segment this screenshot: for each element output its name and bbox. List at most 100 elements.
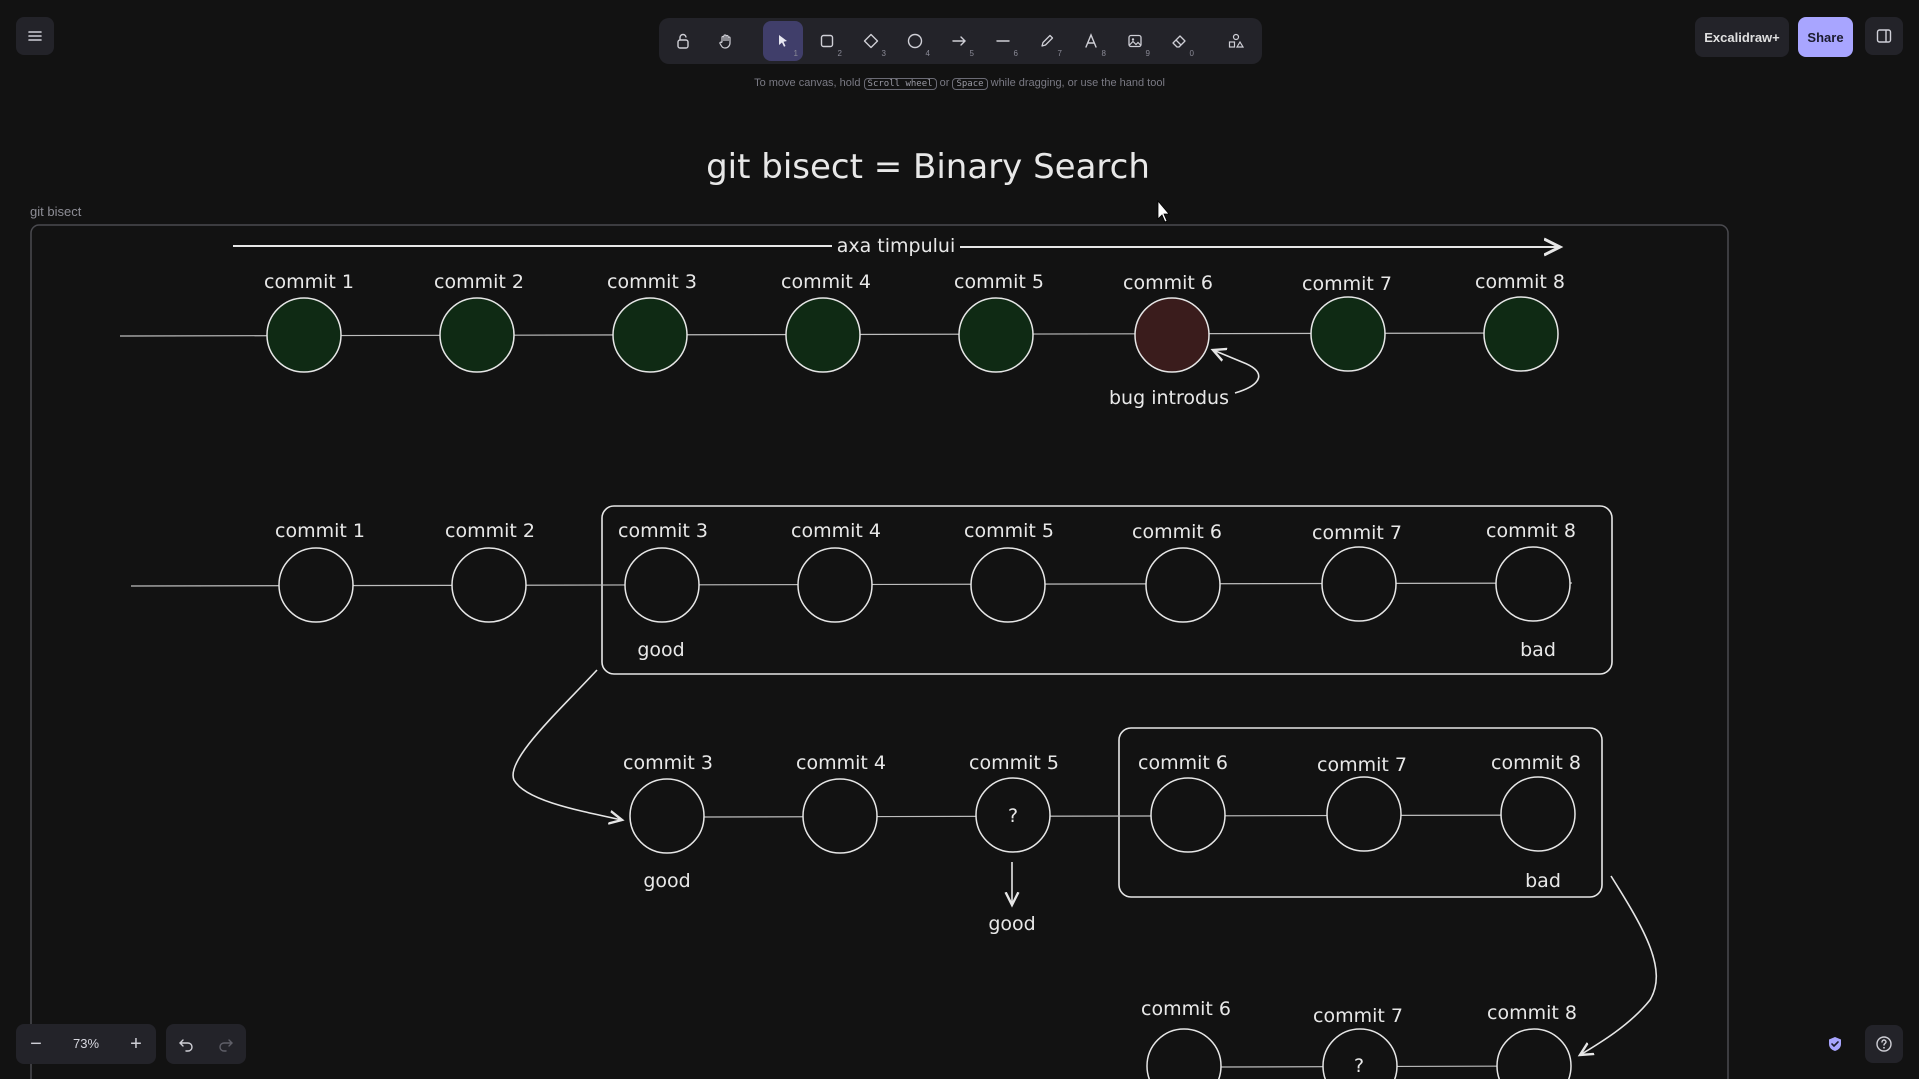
row1-commit-1-label[interactable]: commit 1 [264,271,354,293]
row3-commit-8-label[interactable]: commit 8 [1491,752,1581,774]
row1-commit-2-label[interactable]: commit 2 [434,271,524,293]
row2-commit-3-node[interactable] [624,547,700,623]
row2-range-box[interactable] [601,505,1613,675]
row4-question-mark[interactable]: ? [1354,1055,1364,1077]
row1-commit-6-node[interactable] [1134,297,1210,373]
row3-commit-6-label[interactable]: commit 6 [1138,752,1228,774]
commit5-good-label[interactable]: good [988,913,1035,935]
row1-commit-6-label[interactable]: commit 6 [1123,272,1213,294]
row2-commit-3-label[interactable]: commit 3 [618,520,708,542]
diamond-tool[interactable]: 3 [851,21,891,61]
row3-commit-8-node[interactable] [1500,776,1576,852]
line-tool[interactable]: 6 [983,21,1023,61]
row2-commit-5-label[interactable]: commit 5 [964,520,1054,542]
image-tool[interactable]: 9 [1115,21,1155,61]
row1-commit-4-label[interactable]: commit 4 [781,271,871,293]
row3-commit-3-node[interactable] [629,778,705,854]
row1-commit-5-label[interactable]: commit 5 [954,271,1044,293]
row3-commit-4-label[interactable]: commit 4 [796,752,886,774]
row2-commit-6-label[interactable]: commit 6 [1132,521,1222,543]
row1-commit-7-node[interactable] [1310,296,1386,372]
row2-commit-7-node[interactable] [1321,546,1397,622]
row1-commit-1-node[interactable] [266,297,342,373]
hand-tool[interactable] [706,21,746,61]
row1-commit-3-node[interactable] [612,297,688,373]
row2-commit-8-label[interactable]: commit 8 [1486,520,1576,542]
row3-good-label[interactable]: good [643,870,690,892]
row4-commit-6-label[interactable]: commit 6 [1141,998,1231,1020]
row2-commit-2-label[interactable]: commit 2 [445,520,535,542]
row1-commit-5-node[interactable] [958,297,1034,373]
undo-button[interactable] [166,1024,206,1064]
row3-range-box[interactable] [1118,727,1603,898]
rectangle-tool[interactable]: 2 [807,21,847,61]
redo-button[interactable] [206,1024,246,1064]
row2-to-row3-arrow[interactable] [512,669,622,820]
extra-tools-button[interactable] [1216,21,1256,61]
row2-commit-5-node[interactable] [970,547,1046,623]
lock-tool[interactable] [663,21,703,61]
encryption-badge[interactable] [1824,1033,1846,1055]
row1-commit-4-node[interactable] [785,297,861,373]
row3-commit-7-node[interactable] [1326,776,1402,852]
row4-commit-6-node[interactable] [1146,1028,1222,1079]
frame-label[interactable]: git bisect [30,204,82,219]
draw-tool[interactable]: 7 [1027,21,1067,61]
row1-commit-8-label[interactable]: commit 8 [1475,271,1565,293]
bug-label[interactable]: bug introdus [1109,387,1229,409]
row2-commit-1-label[interactable]: commit 1 [275,520,365,542]
row1-commit-7-label[interactable]: commit 7 [1302,273,1392,295]
zoom-level[interactable]: 73% [72,1036,100,1051]
row3-commit-5-label[interactable]: commit 5 [969,752,1059,774]
hint-key-space: Space [952,78,988,90]
history-controls [166,1024,246,1064]
help-button[interactable] [1865,1025,1903,1063]
row3-to-row4-arrow[interactable] [1580,875,1658,1055]
selection-tool[interactable]: 1 [763,21,803,61]
row-4: ? commit 6 commit 7 commit 8 [1141,998,1577,1079]
zoom-in-button[interactable]: + [130,1032,142,1055]
diagram-title[interactable]: git bisect = Binary Search [706,147,1150,187]
rectangle-icon [820,34,834,48]
row2-commit-4-node[interactable] [797,547,873,623]
bug-arrow[interactable] [1213,350,1260,394]
row2-commit-2-node[interactable] [451,547,527,623]
row2-commit-6-node[interactable] [1145,547,1221,623]
row2-commit-4-label[interactable]: commit 4 [791,520,881,542]
row4-commit-7-label[interactable]: commit 7 [1313,1005,1403,1027]
row3-commit-7-label[interactable]: commit 7 [1317,754,1407,776]
text-tool[interactable]: 8 [1071,21,1111,61]
row3-commit-4-node[interactable] [802,778,878,854]
hint-key-scroll: Scroll wheel [863,78,937,90]
lock-icon [677,33,689,49]
row3-bad-label[interactable]: bad [1525,870,1561,892]
arrow-tool[interactable]: 5 [939,21,979,61]
row3-commit-3-label[interactable]: commit 3 [623,752,713,774]
share-button[interactable]: Share [1798,17,1853,57]
sidebar-toggle-button[interactable] [1865,17,1903,55]
row4-commit-7-node[interactable] [1322,1028,1398,1079]
row2-commit-1-node[interactable] [278,547,354,623]
row2-commit-7-label[interactable]: commit 7 [1312,522,1402,544]
row2-bad-label[interactable]: bad [1520,639,1556,661]
eraser-icon [1172,35,1186,48]
row3-commit-6-node[interactable] [1150,777,1226,853]
row4-commit-8-node[interactable] [1496,1028,1572,1079]
ellipse-tool[interactable]: 4 [895,21,935,61]
eraser-tool[interactable]: 0 [1159,21,1199,61]
row2-good-label[interactable]: good [637,639,684,661]
row4-commit-8-label[interactable]: commit 8 [1487,1002,1577,1024]
row3-question-mark[interactable]: ? [1008,805,1018,827]
excalidraw-plus-button[interactable]: Excalidraw+ [1695,17,1789,57]
row2-commit-8-node[interactable] [1495,546,1571,622]
main-menu-button[interactable] [16,17,54,55]
timeline-label[interactable]: axa timpului [837,235,956,257]
row1-commit-3-label[interactable]: commit 3 [607,271,697,293]
row1-commit-2-node[interactable] [439,297,515,373]
zoom-out-button[interactable]: − [30,1032,42,1055]
row1-commit-8-node[interactable] [1483,296,1559,372]
hand-icon [719,34,731,49]
frame[interactable] [30,224,1729,1079]
row3-commit-5-node[interactable] [975,777,1051,853]
